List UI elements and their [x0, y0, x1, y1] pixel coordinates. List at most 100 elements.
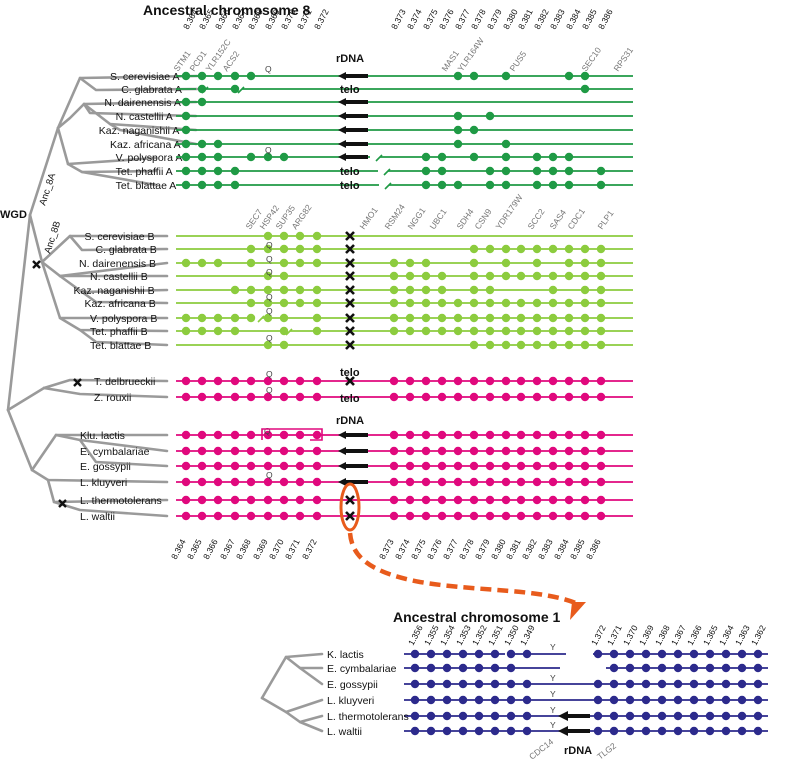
row-b-gene-dot — [485, 244, 495, 254]
row-zt-gene-dot — [532, 376, 542, 386]
row-kl-gene-dot — [246, 430, 256, 440]
chr1-gene-dot — [641, 649, 651, 659]
row-zt-gene-dot — [181, 392, 191, 402]
row-b-gene-dot — [596, 285, 606, 295]
row-b-gene-dot — [295, 285, 305, 295]
row-b-gene-dot — [516, 271, 526, 281]
row-kl-gene-dot — [213, 430, 223, 440]
q-marker: Q — [266, 470, 273, 480]
chr1-gene-dot — [609, 695, 619, 705]
row-kl-gene-dot — [516, 461, 526, 471]
row-kl-gene-dot — [230, 461, 240, 471]
q-marker: Q — [266, 369, 273, 379]
main-tree — [6, 74, 199, 518]
chr1-gene-dot — [657, 711, 667, 721]
rdna-arrow — [338, 431, 368, 439]
row-b-gene-dot — [389, 326, 399, 336]
row-kl-gene-dot — [596, 511, 606, 521]
row-b-gene-dot — [389, 313, 399, 323]
row-b-gene-dot — [312, 258, 322, 268]
row-a-gene-dot — [580, 84, 590, 94]
chr1-gene-dot — [689, 649, 699, 659]
species-label-kl: Klu. lactis — [80, 430, 125, 442]
row-kl-gene-dot — [312, 477, 322, 487]
row-kl-gene-dot — [263, 461, 273, 471]
chr1-rdna-label: rDNA — [564, 745, 592, 757]
row-a-gene-dot — [564, 180, 574, 190]
row-kl-gene-dot — [197, 511, 207, 521]
row-a-gene-dot — [197, 180, 207, 190]
row-kl-gene-dot — [312, 495, 322, 505]
chr1-gene-dot — [689, 695, 699, 705]
row-a-gene-dot — [230, 180, 240, 190]
row-b-gene-dot — [230, 285, 240, 295]
species-label-a: N. castellii A — [116, 111, 173, 123]
row-kl-gene-dot — [389, 477, 399, 487]
row-b-break — [285, 328, 293, 336]
chr1-gene-dot — [490, 726, 500, 736]
row-b-gene-dot — [181, 326, 191, 336]
species-label-b: Tet. blattae B — [90, 340, 151, 352]
species-label-kl: L. waltii — [80, 511, 115, 523]
chr1-species-label: E. cymbalariae — [327, 663, 397, 675]
row-kl-gene-dot — [548, 495, 558, 505]
row-b-gene-dot — [389, 258, 399, 268]
gene-label-a: PUS5 — [507, 49, 528, 73]
row-b-gene-dot — [501, 340, 511, 350]
row-a-gene-dot — [213, 139, 223, 149]
row-b-gene-dot — [580, 271, 590, 281]
row-zt-gene-dot — [564, 376, 574, 386]
row-b-gene-dot — [469, 271, 479, 281]
row-kl-gene-dot — [181, 495, 191, 505]
row-kl-gene-dot — [279, 511, 289, 521]
row-kl-gene-dot — [197, 461, 207, 471]
row-kl-gene-dot — [516, 477, 526, 487]
row-b-gene-dot — [405, 313, 415, 323]
species-label-b: C. glabrata B — [96, 244, 157, 256]
chr1-gene-dot — [705, 695, 715, 705]
gene-label-b: UBC1 — [427, 207, 448, 232]
row-b-gene-dot — [246, 244, 256, 254]
q-marker: Q — [266, 240, 273, 250]
chr1-gene-dot — [737, 726, 747, 736]
row-b-gene-dot — [437, 298, 447, 308]
chr1-tick-label: 1.349 — [518, 623, 537, 647]
chr1-gene-dot — [721, 663, 731, 673]
row-kl-gene-dot — [532, 477, 542, 487]
row-a-gene-dot — [501, 152, 511, 162]
q-marker: Q — [266, 254, 273, 264]
chr1-gene-dot — [641, 711, 651, 721]
row-b-gene-dot — [421, 313, 431, 323]
row-b-gene-dot — [437, 271, 447, 281]
row-b-gene-dot — [312, 285, 322, 295]
row-kl-gene-dot — [213, 477, 223, 487]
row-a-gene-dot — [421, 152, 431, 162]
chr1-gene-dot — [442, 649, 452, 659]
row-b-gene-dot — [485, 298, 495, 308]
row-kl-gene-dot — [580, 477, 590, 487]
chr1-gene-dot — [705, 711, 715, 721]
row-a-gene-dot — [469, 152, 479, 162]
row-zt-gene-dot — [197, 376, 207, 386]
row-kl-gene-dot — [485, 430, 495, 440]
row-b-gene-dot — [279, 326, 289, 336]
row-kl-gene-dot — [263, 430, 273, 440]
y-marker: Y — [550, 642, 556, 652]
row-kl-gene-dot — [469, 511, 479, 521]
row-zt-gene-dot — [485, 392, 495, 402]
chr1-gene-dot — [705, 649, 715, 659]
row-kl-gene-dot — [405, 495, 415, 505]
row-kl-gene-dot — [421, 477, 431, 487]
row-kl-gene-dot — [246, 446, 256, 456]
chr1-gene-dot — [609, 711, 619, 721]
row-zt-gene-dot — [516, 376, 526, 386]
loss-cross — [345, 271, 355, 281]
row-a-gene-dot — [564, 152, 574, 162]
row-b-gene-dot — [263, 285, 273, 295]
chromosome-tracks — [176, 71, 633, 521]
row-b-gene-dot — [230, 326, 240, 336]
row-kl-gene-dot — [230, 495, 240, 505]
row-a-gene-dot — [230, 84, 240, 94]
row-kl-gene-dot — [469, 446, 479, 456]
